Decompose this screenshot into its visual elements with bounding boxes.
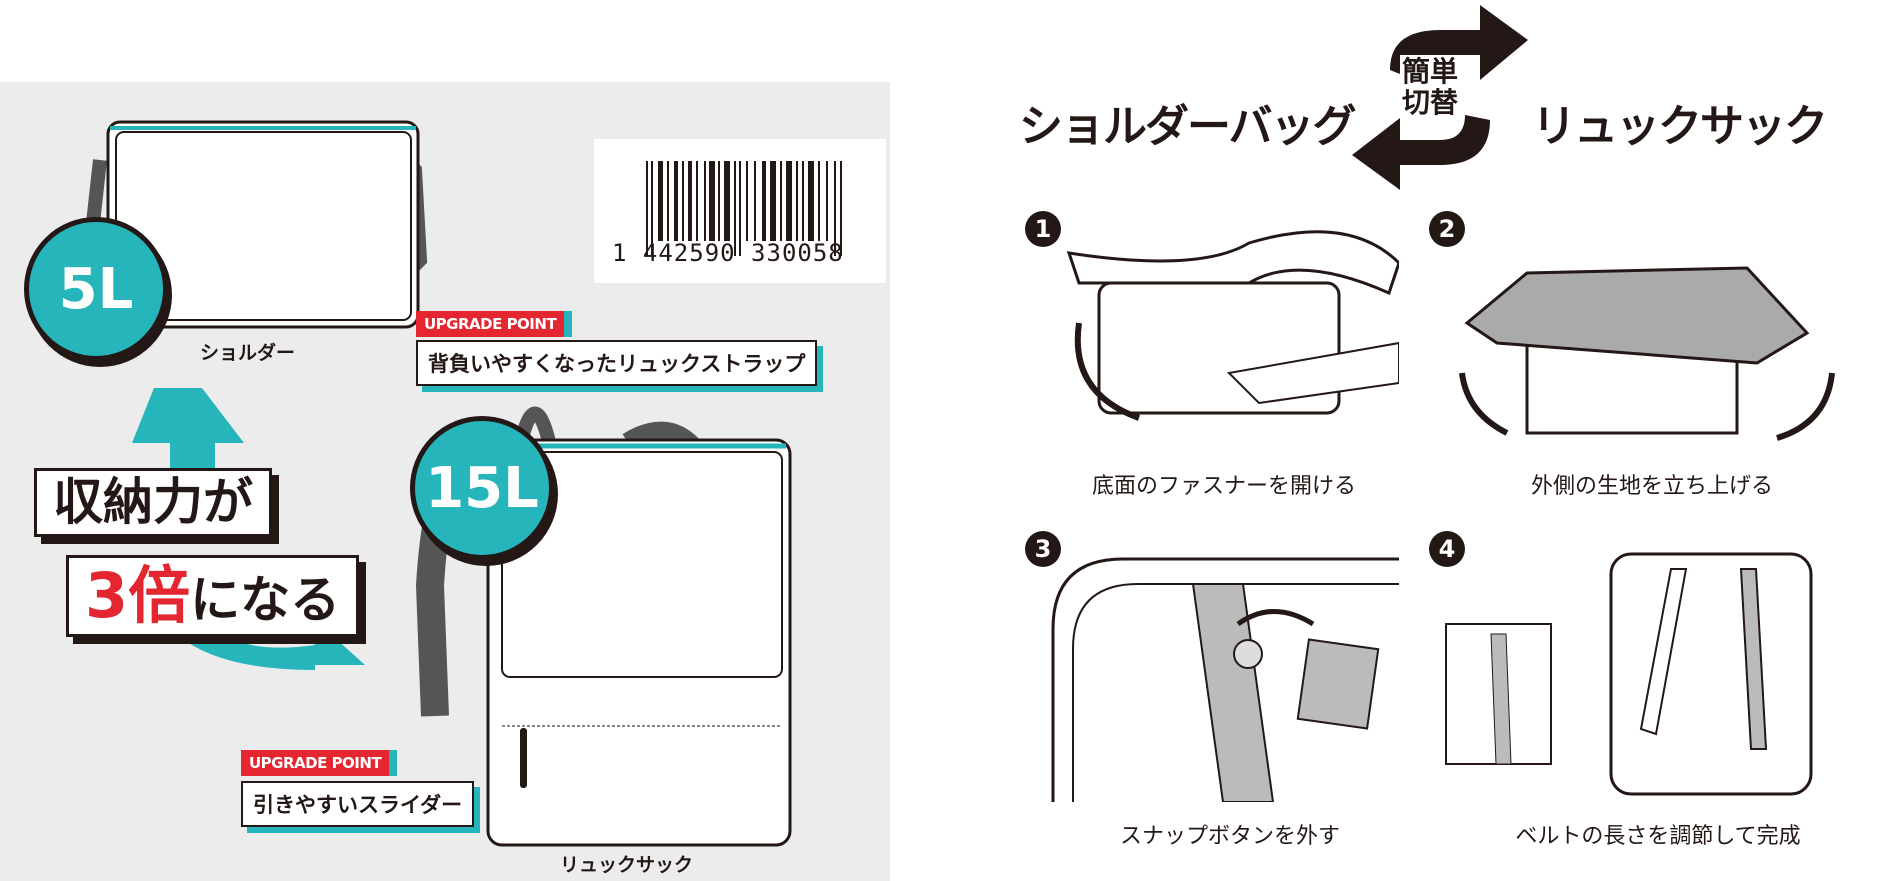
swap-label-1: 簡単 <box>1402 55 1459 88</box>
shoulder-capacity: 5L <box>58 256 134 322</box>
step-caption-4: ベルトの長さを調節して完成 <box>1515 824 1801 849</box>
shoulder-bag-illustration <box>83 120 428 329</box>
step-number-3: 3 <box>1025 531 1061 567</box>
shoulder-label: ショルダー <box>200 342 296 364</box>
backpack-capacity-badge: 15L <box>410 416 554 560</box>
headline-line2: 3倍になる <box>66 555 360 638</box>
step1-illustration <box>1066 230 1399 421</box>
step-number-1: 1 <box>1025 211 1061 247</box>
upgrade-point-tag-1: UPGRADE POINT <box>416 311 573 337</box>
barcode: 1 442590 330058 <box>594 139 886 283</box>
step-number-2: 2 <box>1429 211 1465 247</box>
swap-arrows-icon <box>1352 5 1528 190</box>
swap-label: 簡単切替 <box>1400 55 1461 121</box>
step2-illustration <box>1459 266 1835 441</box>
step-caption-2: 外側の生地を立ち上げる <box>1530 474 1774 499</box>
shoulder-capacity-badge: 5L <box>24 217 168 361</box>
upgrade-point-text-1: 背負いやすくなったリュックストラップ <box>416 340 818 386</box>
headline-line1: 収納力が <box>34 468 272 537</box>
step-caption-3: スナップボタンを外す <box>1119 824 1341 849</box>
upgrade-point-tag-2: UPGRADE POINT <box>241 750 398 776</box>
curved-down-arrow-icon <box>150 590 365 670</box>
barcode-bars <box>646 161 842 256</box>
up-arrow-icon <box>132 388 244 518</box>
title-backpack: リュックサック <box>1532 101 1828 152</box>
barcode-number: 1 442590 330058 <box>612 239 844 267</box>
backpack-label: リュックサック <box>560 854 694 876</box>
step-caption-1: 底面のファスナーを開ける <box>1091 474 1357 499</box>
step3-illustration <box>1051 557 1399 802</box>
headline-line2-rest: になる <box>190 571 341 629</box>
conversion-arrows <box>132 388 365 670</box>
upgrade-point-text-2: 引きやすいスライダー <box>241 781 475 827</box>
swap-label-2: 切替 <box>1402 85 1459 119</box>
step4-illustration <box>1445 552 1813 796</box>
backpack-capacity: 15L <box>425 455 539 521</box>
step-number-4: 4 <box>1429 531 1465 567</box>
title-shoulder-bag: ショルダーバッグ <box>1019 101 1357 152</box>
backpack-illustration <box>415 406 792 847</box>
headline-highlight: 3倍 <box>85 559 191 632</box>
